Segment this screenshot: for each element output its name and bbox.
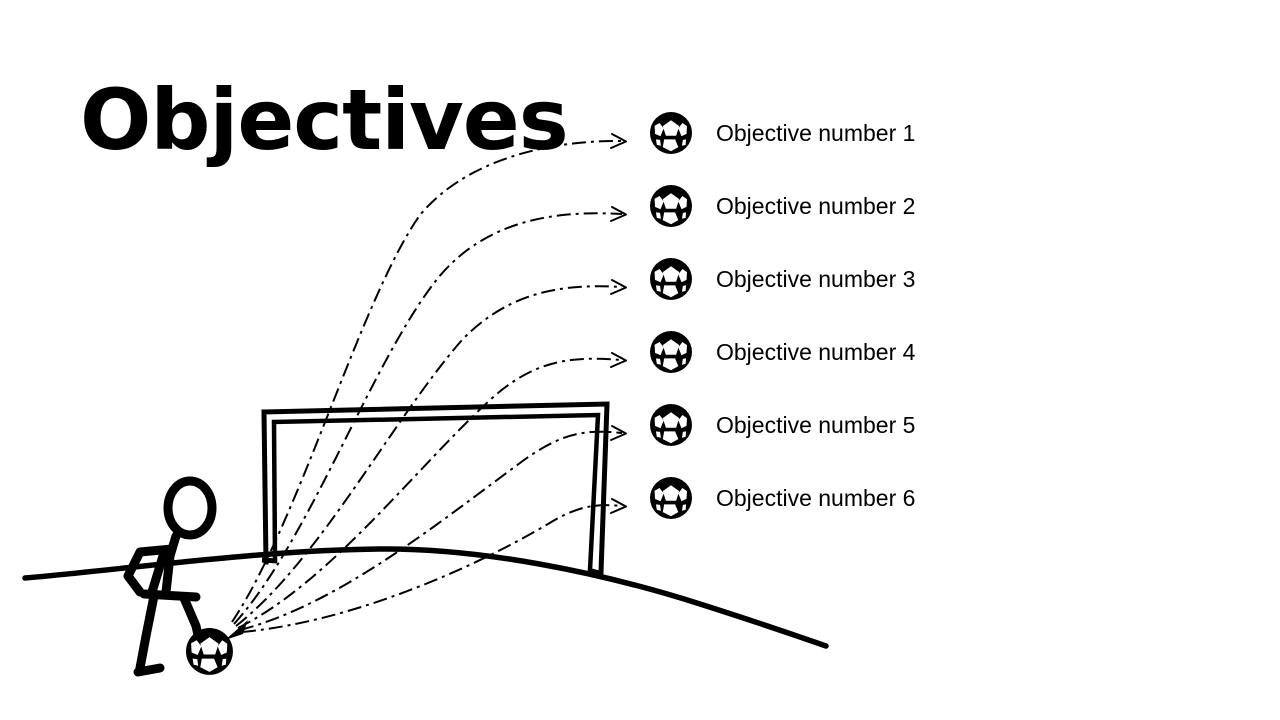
list-item[interactable]: Objective number 1 xyxy=(650,112,1170,185)
stick-figure xyxy=(123,476,217,677)
objective-label: Objective number 2 xyxy=(716,193,916,219)
trajectory-arrow-1 xyxy=(231,139,623,623)
trajectory-arrow-4 xyxy=(237,357,623,629)
trajectory-arrow-2 xyxy=(233,212,623,625)
convergence-arrowhead xyxy=(225,620,248,640)
page-title: Objectives xyxy=(80,71,569,169)
objective-label: Objective number 4 xyxy=(716,339,916,365)
list-item[interactable]: Objective number 2 xyxy=(650,185,1170,258)
objective-label: Objective number 6 xyxy=(716,485,916,511)
trajectory-arrow-6 xyxy=(241,504,623,633)
soccer-goal xyxy=(261,401,610,577)
soccer-ball-icon xyxy=(650,477,692,519)
list-item[interactable]: Objective number 4 xyxy=(650,331,1170,404)
soccer-ball-icon xyxy=(650,258,692,300)
list-item[interactable]: Objective number 5 xyxy=(650,404,1170,477)
trajectory-arrow-3 xyxy=(235,285,623,627)
list-item[interactable]: Objective number 6 xyxy=(650,477,1170,550)
objective-label: Objective number 5 xyxy=(716,412,916,438)
trajectory-arrows xyxy=(231,139,623,633)
trajectory-arrowheads xyxy=(610,133,627,514)
soccer-ball-icon xyxy=(650,331,692,373)
objective-label: Objective number 1 xyxy=(716,120,916,146)
kicked-soccer-ball xyxy=(186,628,233,675)
list-item[interactable]: Objective number 3 xyxy=(650,258,1170,331)
objective-label: Objective number 3 xyxy=(716,266,916,292)
objectives-list: Objective number 1 Objective number 2 xyxy=(650,112,1170,550)
trajectory-arrow-5 xyxy=(239,430,623,631)
ground-line xyxy=(22,546,829,649)
soccer-ball-icon xyxy=(650,404,692,446)
soccer-ball-icon xyxy=(650,112,692,154)
soccer-ball-icon xyxy=(650,185,692,227)
